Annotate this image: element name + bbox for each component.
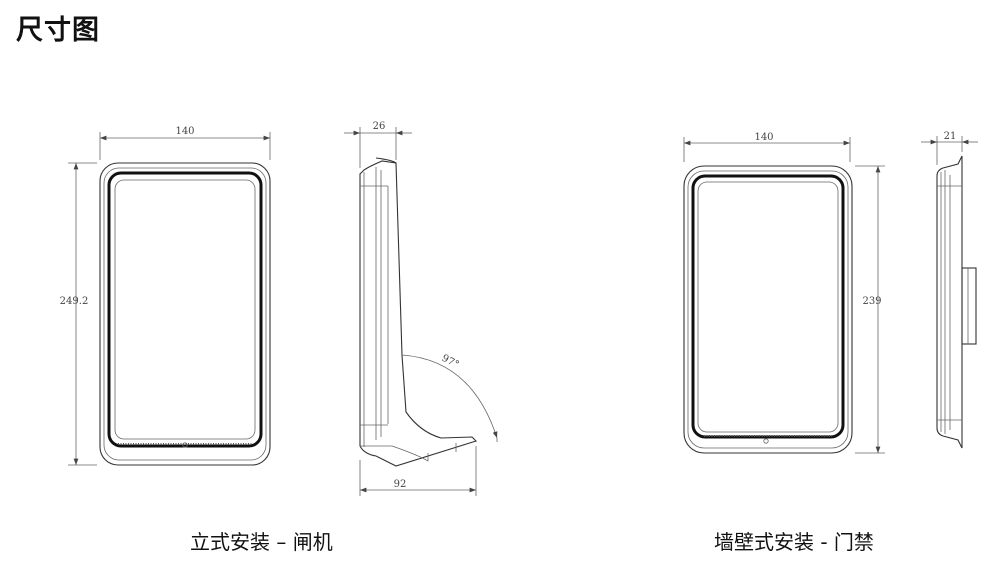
wall-side-view	[936, 155, 977, 449]
gate-side-view: 97°	[359, 157, 498, 467]
wall-caption: 墙壁式安装 - 门禁	[714, 530, 874, 554]
gate-base-depth-label: 92	[394, 479, 407, 490]
page-title: 尺寸图	[16, 15, 100, 46]
gate-front-view	[99, 162, 271, 466]
gate-angle-label: 97°	[440, 353, 461, 371]
wall-height-dimension: 239	[855, 165, 885, 454]
gate-side-depth-label: 26	[373, 121, 386, 132]
wall-depth-dimension: 21	[921, 131, 978, 165]
wall-width-label: 140	[754, 132, 773, 143]
gate-height-dimension: 249.2	[60, 162, 97, 466]
gate-width-dimension: 140	[99, 126, 271, 160]
gate-width-label: 140	[175, 126, 194, 137]
gate-caption: 立式安装 – 闸机	[190, 530, 333, 554]
gate-depth-dimension: 26	[344, 121, 412, 168]
wall-height-label: 239	[862, 296, 881, 307]
wall-front-view	[683, 165, 853, 454]
gate-height-label: 249.2	[60, 296, 89, 307]
gate-base-dimension: 92	[359, 446, 477, 496]
wall-width-dimension: 140	[683, 132, 851, 162]
wall-side-depth-label: 21	[944, 131, 957, 142]
